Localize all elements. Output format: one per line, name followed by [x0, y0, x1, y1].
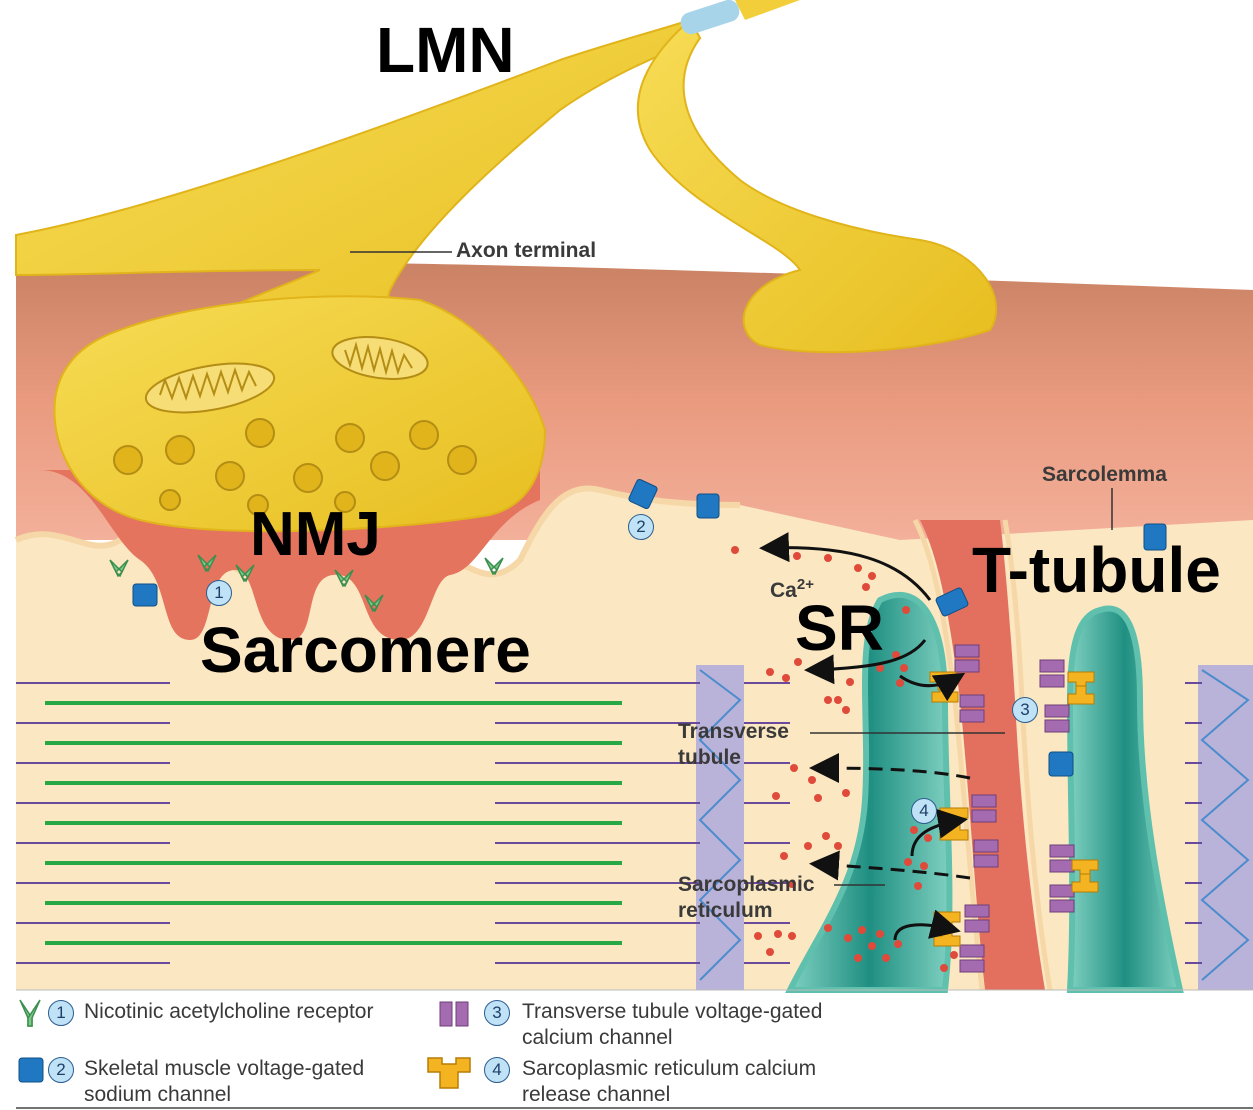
calcium-ions — [731, 546, 958, 972]
axon-terminal-callout: Axon terminal — [456, 239, 597, 262]
mitochondrion-left — [144, 362, 276, 414]
calcium-channel-icon — [439, 1001, 469, 1027]
calcium-ion-charge: 2+ — [796, 576, 814, 593]
axon-branch-right — [636, 18, 998, 354]
legend-text-4a: Sarcoplasmic reticulum calcium — [522, 1057, 817, 1080]
sodium-channels — [132, 478, 1167, 777]
t-tubule-calcium-channels — [954, 644, 1075, 973]
sr-label: SR — [795, 592, 884, 664]
legend-text-3a: Transverse tubule voltage-gated — [522, 1000, 823, 1023]
legend-text-2b: sodium channel — [84, 1083, 232, 1106]
legend-text-4b: release channel — [522, 1083, 671, 1106]
sarcoplasmic-reticulum-callout-line1: Sarcoplasmic — [678, 873, 815, 896]
calcium-ion-label: Ca2+ — [770, 576, 814, 603]
z-disc-zigzag-right — [1200, 669, 1250, 981]
transverse-tubule-callout-line2: tubule — [678, 746, 741, 769]
legend-text-3b: calcium channel — [522, 1026, 673, 1049]
legend-text-1: Nicotinic acetylcholine receptor — [84, 1000, 374, 1023]
marker-2: 2 — [628, 514, 654, 540]
legend-marker-3: 3 — [484, 1000, 510, 1026]
lmn-label: LMN — [376, 14, 515, 86]
label-leader-lines — [350, 251, 1113, 886]
sarcoplasmic-reticulum-callout-line2: reticulum — [678, 899, 773, 922]
nmj-label: NMJ — [250, 500, 381, 569]
nicotinic-receptors — [109, 554, 504, 613]
synaptic-vesicles — [113, 418, 477, 516]
z-disc-right — [1198, 665, 1253, 990]
mitochondrion-right-cristae — [344, 341, 413, 376]
t-tubule-channel — [920, 520, 1045, 990]
myofilaments — [16, 682, 1202, 964]
legend-marker-2: 2 — [48, 1057, 74, 1083]
axon-stem — [735, 0, 800, 20]
release-channel-icon — [427, 1057, 471, 1089]
z-disc-zigzag-left — [698, 669, 742, 981]
legend-marker-4: 4 — [484, 1057, 510, 1083]
sodium-channel-icon — [18, 1057, 44, 1083]
legend-text-2a: Skeletal muscle voltage-gated — [84, 1057, 365, 1080]
calcium-flow-arrows — [759, 532, 971, 941]
marker-1: 1 — [206, 580, 232, 606]
mitochondrion-left-cristae — [159, 366, 257, 402]
marker-4: 4 — [911, 798, 937, 824]
marker-3: 3 — [1012, 697, 1038, 723]
axon-terminal-bulb — [53, 295, 547, 533]
myelin-sheath — [680, 0, 740, 35]
transverse-tubule-callout-line1: Transverse — [678, 720, 789, 743]
calcium-ion-symbol: Ca — [770, 579, 797, 602]
sarcomere-label: Sarcomere — [200, 614, 531, 686]
nicotinic-receptor-icon — [19, 999, 41, 1027]
axon-branch-left — [15, 18, 702, 371]
legend-marker-1: 1 — [48, 1000, 74, 1026]
z-disc-left — [696, 665, 744, 990]
sarcolemma-callout: Sarcolemma — [1042, 463, 1167, 486]
t-tubule-label: T-tubule — [972, 534, 1221, 606]
